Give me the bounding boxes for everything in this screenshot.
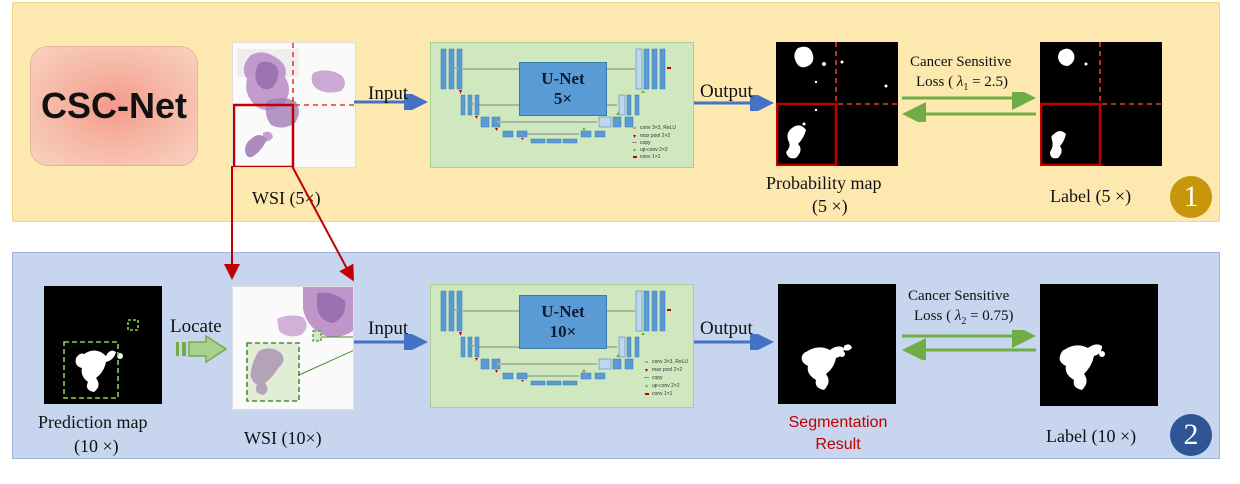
label-5x-image xyxy=(1039,42,1162,167)
unet-5x-title: U-Net 5× xyxy=(519,62,607,116)
output-label-2: Output xyxy=(700,318,753,339)
segmentation-result-mask xyxy=(801,344,852,390)
locate-arrow xyxy=(176,334,228,364)
title: CSC-Net xyxy=(40,85,187,126)
prediction-map-image xyxy=(44,286,162,404)
unet-10x-title: U-Net 10× xyxy=(519,295,607,349)
loss-2-line2: Loss ( λ2 = 0.75) xyxy=(914,308,1014,327)
unet-10x: U-Net 10× conv 3×3, ReLU max pool 2×2 co… xyxy=(430,284,694,408)
unet-10x-name: U-Net xyxy=(541,301,585,321)
unet-10x-legend-1: max pool 2×2 xyxy=(652,367,683,373)
wsi-10x-label: WSI (10×) xyxy=(244,428,322,448)
label-10x-label: Label (10 ×) xyxy=(1046,426,1137,446)
unet-5x-name: U-Net xyxy=(541,68,585,88)
segmentation-result-image xyxy=(778,284,896,404)
loss-2-prefix: Loss ( xyxy=(914,308,952,324)
unet-10x-legend-4: conv 1×1 xyxy=(652,391,673,397)
output-arrow-2 xyxy=(694,334,774,350)
unet-10x-scale: 10× xyxy=(549,322,577,341)
loss-1-line2: Loss ( λ1 = 2.5) xyxy=(916,74,1008,93)
prediction-map-label-line1: Prediction map xyxy=(38,412,148,432)
probability-map-label-line2: (5 ×) xyxy=(812,196,848,216)
segmentation-result-label: Segmentation Result xyxy=(776,412,900,455)
segmentation-result-line2: Result xyxy=(815,435,861,453)
label-5x-label: Label (5 ×) xyxy=(1050,186,1132,206)
unet-5x-legend-0: conv 3×3, ReLU xyxy=(640,125,676,131)
loss-2-lambda: λ xyxy=(954,308,962,324)
loss-2-value: = 0.75) xyxy=(970,308,1014,324)
unet-5x-legend-4: conv 1×1 xyxy=(640,154,661,160)
stage2-badge: 2 xyxy=(1170,414,1212,456)
probability-map-mask xyxy=(775,42,898,167)
input-arrow-2 xyxy=(354,334,428,350)
unet-10x-legend-0: conv 3×3, ReLU xyxy=(652,359,688,365)
loss-arrows-2 xyxy=(902,330,1036,360)
prediction-map-label-line2: (10 ×) xyxy=(74,436,119,456)
input-label-2: Input xyxy=(368,318,409,339)
unet-5x-legend-2: copy xyxy=(640,140,651,146)
unet-5x: U-Net 5× conv 3×3, ReLU max pool 2×2 cop… xyxy=(430,42,694,168)
title-box: CSC-Net xyxy=(30,46,198,166)
unet-10x-legend-3: up-conv 2×2 xyxy=(652,383,680,389)
unet-5x-legend-3: up-conv 2×2 xyxy=(640,147,668,153)
segmentation-result-line1: Segmentation xyxy=(788,414,888,431)
output-arrow-1 xyxy=(694,95,774,111)
loss-2-sub: 2 xyxy=(961,316,967,327)
wsi-5x-tissue xyxy=(232,43,355,169)
loss-1-value: = 2.5) xyxy=(972,74,1009,90)
unet-10x-legend-2: copy xyxy=(652,375,663,381)
loss-1-sub: 1 xyxy=(963,82,969,93)
wsi-10x-tissue xyxy=(233,287,362,409)
output-label-1: Output xyxy=(700,81,753,102)
unet-5x-architecture xyxy=(440,48,671,158)
loss-arrows-1 xyxy=(902,92,1036,122)
crop-arrows xyxy=(224,165,354,282)
unet-5x-legend-1: max pool 2×2 xyxy=(640,133,671,139)
loss-1-prefix: Loss ( xyxy=(916,74,954,90)
stage1-badge: 1 xyxy=(1170,176,1212,218)
loss-1-line1: Cancer Sensitive xyxy=(910,54,1012,70)
wsi-10x-image xyxy=(232,286,362,410)
label-10x-mask xyxy=(1059,344,1105,390)
unet-5x-scale: 5× xyxy=(553,89,573,108)
probability-map-image xyxy=(775,42,898,167)
input-label-1: Input xyxy=(368,83,409,104)
prediction-map-mask xyxy=(63,319,139,399)
wsi-5x-label: WSI (5×) xyxy=(252,188,321,208)
loss-1-lambda: λ xyxy=(956,74,964,90)
label-5x-mask xyxy=(1039,42,1162,167)
label-10x-image xyxy=(1040,284,1158,406)
locate-label: Locate xyxy=(170,316,222,337)
probability-map-label-line1: Probability map xyxy=(766,173,882,193)
input-arrow-1 xyxy=(354,94,428,110)
wsi-5x-image xyxy=(232,42,356,169)
loss-2-line1: Cancer Sensitive xyxy=(908,288,1010,304)
unet-10x-architecture xyxy=(440,290,671,395)
